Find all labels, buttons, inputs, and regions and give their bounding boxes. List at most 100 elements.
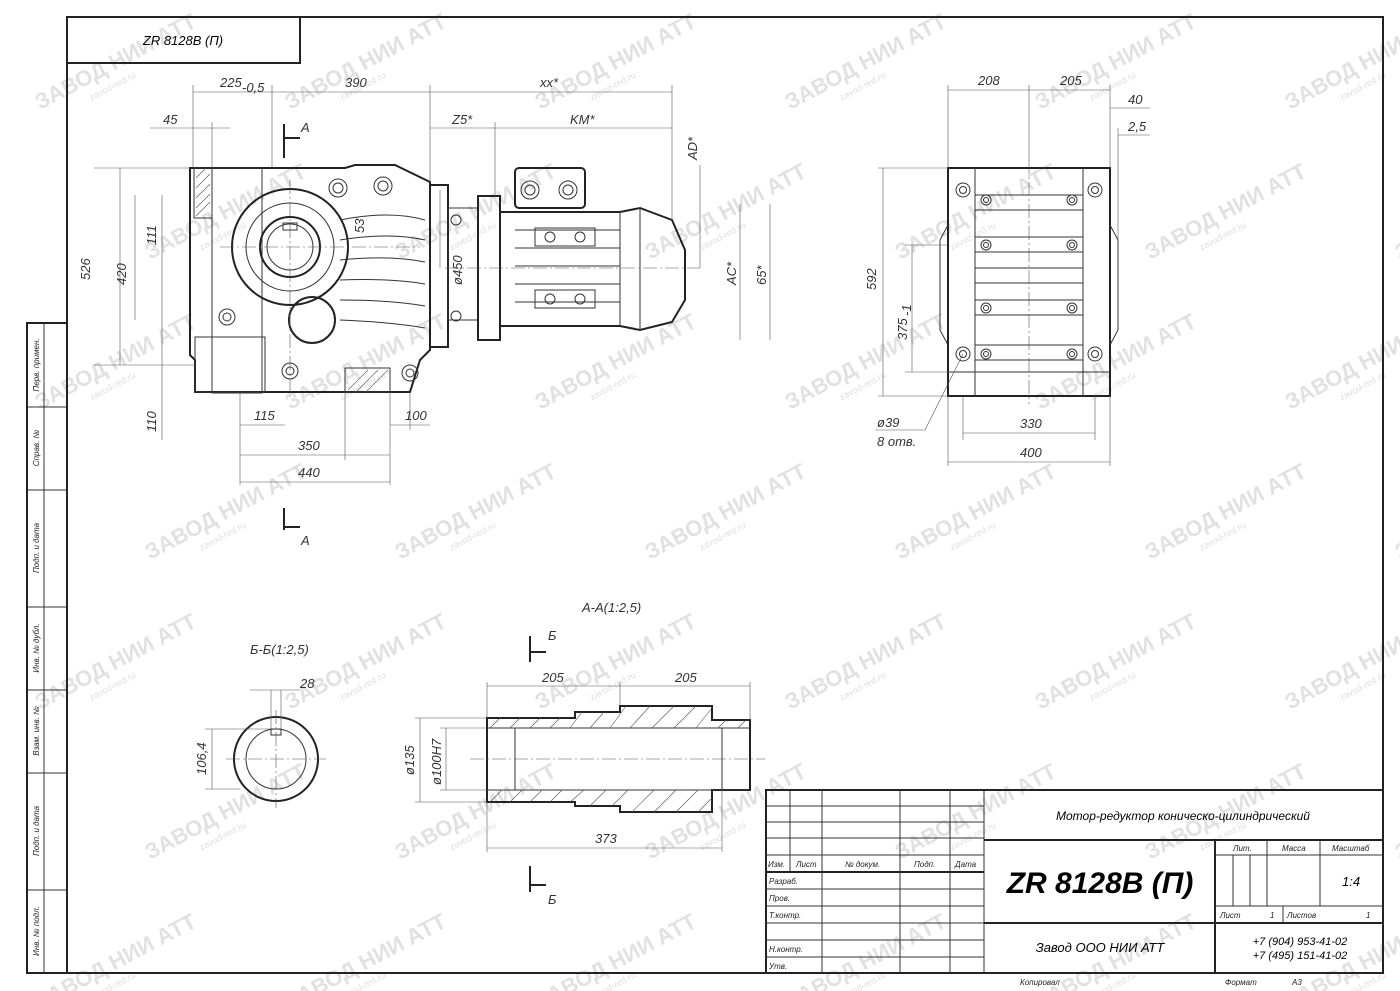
dim-375-tol: -1 [899, 304, 914, 316]
lit-label: Лит. [1232, 844, 1252, 853]
watermark-text: ЗАВОД НИИ АТТ [891, 158, 1061, 264]
watermark-text: ЗАВОД НИИ АТТ [141, 758, 311, 864]
dim-526: 526 [78, 258, 93, 280]
left-strip: Перв. примен. Справ. № Подп. и дата Инв.… [26, 322, 68, 974]
dim-28: 28 [299, 676, 315, 691]
dim-400: 400 [1020, 445, 1042, 460]
col-header: Лист [795, 860, 817, 869]
dim-420: 420 [114, 263, 129, 285]
watermark-text: ЗАВОД НИИ АТТ [1391, 758, 1400, 864]
watermark-text: ЗАВОД НИИ АТТ [1141, 458, 1311, 564]
dim-330: 330 [1020, 416, 1042, 431]
dim-111: 111 [144, 225, 159, 245]
watermark-text: ЗАВОД НИИ АТТ [891, 458, 1061, 564]
watermark-text: ЗАВОД НИИ АТТ [531, 308, 701, 414]
section-mark-b-bottom: Б [548, 892, 557, 907]
col-header: Изм. [768, 860, 785, 869]
sheets-number: 1 [1366, 911, 1370, 920]
dim-373: 373 [595, 831, 617, 846]
watermark-text: ЗАВОД НИИ АТТ [531, 8, 701, 114]
copied-label: Копировал [1020, 978, 1060, 987]
mass-label: Масса [1282, 844, 1306, 853]
dim-45: 45 [163, 112, 178, 127]
dim-40: 40 [1128, 92, 1143, 107]
watermark-text: ЗАВОД НИИ АТТ [141, 158, 311, 264]
dim-205-right: 205 [674, 670, 697, 685]
dim-440: 440 [298, 465, 320, 480]
watermark-text: ЗАВОД НИИ АТТ [531, 608, 701, 714]
dim-km: KM* [570, 112, 596, 127]
strip-label: Взам. инв. № [32, 706, 41, 756]
product-name: Мотор-редуктор коническо-цилиндрический [1056, 809, 1310, 823]
designation: ZR 8128B (П) [1006, 867, 1194, 900]
section-aa-label: А-А(1:2,5) [581, 600, 641, 615]
scale-label: Масштаб [1332, 844, 1370, 853]
watermark-text: ЗАВОД НИИ АТТ [31, 8, 201, 114]
watermark-text: ЗАВОД НИИ АТТ [891, 758, 1061, 864]
watermark-text: ЗАВОД НИИ АТТ [391, 458, 561, 564]
gearbox-housing [189, 164, 431, 393]
format-value: А3 [1291, 978, 1302, 987]
front-view: А А 225 -0,5 390 xx* 45 Z5* KM* AD* 111 … [78, 75, 771, 548]
dim-592: 592 [864, 268, 879, 290]
watermark-text: ЗАВОД НИИ АТТ [781, 8, 951, 114]
dim-106-4: 106,4 [194, 742, 209, 775]
dim-z5: Z5* [451, 112, 473, 127]
row-label: Т.контр. [769, 911, 801, 920]
dim-100h7: ø100H7 [429, 738, 444, 785]
dim-208: 208 [977, 73, 1000, 88]
electric-motor [499, 167, 686, 332]
title-block: Изм. Лист № докум. Подп. Дата Разраб. Пр… [765, 789, 1384, 987]
watermark-text: ЗАВОД НИИ АТТ [1031, 308, 1201, 414]
sheets-label: Листов [1286, 911, 1316, 920]
dim-205-left: 205 [541, 670, 564, 685]
section-mark-b-top: Б [548, 628, 557, 643]
phone-2: +7 (495) 151-41-02 [1253, 950, 1347, 962]
dim-115: 115 [254, 408, 275, 423]
format-label: Формат [1225, 978, 1257, 987]
dim-100: 100 [405, 408, 427, 423]
watermark-text: ЗАВОД НИИ АТТ [31, 308, 201, 414]
sheet-number: 1 [1270, 911, 1274, 920]
watermark-text: ЗАВОД НИИ АТТ [281, 608, 451, 714]
dim-205: 205 [1059, 73, 1082, 88]
dim-39: ø39 [877, 415, 899, 430]
watermark-text: ЗАВОД НИИ АТТ [1391, 458, 1400, 564]
dim-xx: xx* [539, 75, 559, 90]
strip-label: Перв. примен. [32, 338, 41, 391]
row-label: Утв. [768, 962, 787, 971]
section-bb-label: Б-Б(1:2,5) [250, 642, 309, 657]
title-box-code: ZR 8128B (П) [142, 33, 223, 48]
row-label: Пров. [769, 894, 790, 903]
factory-name: Завод ООО НИИ АТТ [1036, 940, 1166, 955]
dim-ad: AD* [685, 136, 700, 161]
scale-value: 1:4 [1342, 874, 1360, 889]
dim-225-tol: -0,5 [242, 80, 265, 95]
col-header: № докум. [845, 860, 880, 869]
strip-label: Справ. № [32, 429, 41, 466]
